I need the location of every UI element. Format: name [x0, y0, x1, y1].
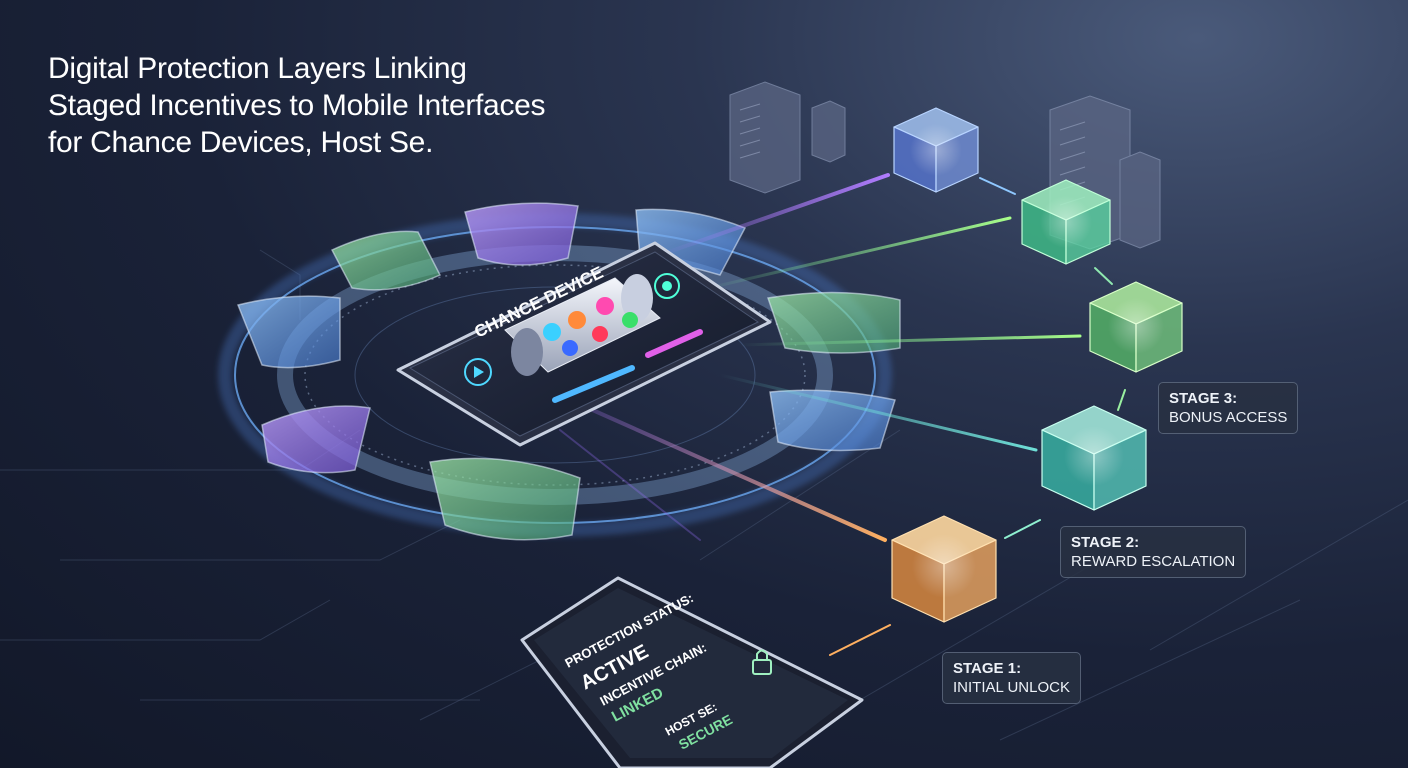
stage-cube-top	[893, 107, 979, 193]
link-beams	[559, 173, 1126, 656]
stage-cube-stage1	[891, 515, 997, 623]
stage-cube-icon	[891, 107, 1183, 623]
stage-3-label: STAGE 3: BONUS ACCESS	[1158, 382, 1299, 434]
stage-cube-upper	[1021, 179, 1111, 265]
shield-icon	[236, 202, 901, 541]
stage-1-label: STAGE 1: INITIAL UNLOCK	[942, 652, 1081, 704]
stage-2-name: REWARD ESCALATION	[1071, 553, 1236, 570]
stage-cube-stage3	[1089, 281, 1183, 373]
progress-bar-magenta	[645, 329, 703, 358]
play-icon[interactable]	[464, 358, 492, 386]
lock-icon	[752, 649, 772, 675]
stage-1-name: INITIAL UNLOCK	[953, 679, 1070, 696]
title-line-1: Digital Protection Layers Linking	[48, 52, 467, 85]
stage-3-number: STAGE 3:	[1169, 390, 1238, 407]
stage-2-number: STAGE 2:	[1071, 534, 1140, 551]
circuit-floor	[0, 249, 1408, 741]
status-phone: PROTECTION STATUS: ACTIVE INCENTIVE CHAI…	[520, 576, 864, 768]
gem-icon	[543, 297, 638, 356]
title-line-2: Staged Incentives to Mobile Interfaces	[48, 89, 546, 122]
stage-1-number: STAGE 1:	[953, 660, 1022, 677]
stage-cube-stage2	[1041, 405, 1147, 511]
dial-icon	[654, 273, 680, 299]
stage-2-label: STAGE 2: REWARD ESCALATION	[1060, 526, 1247, 578]
title-line-3: for Chance Devices, Host Se.	[48, 126, 434, 159]
progress-bar-cyan	[552, 365, 635, 403]
stage-3-name: BONUS ACCESS	[1169, 409, 1288, 426]
page-title: Digital Protection Layers Linking Staged…	[48, 50, 688, 161]
